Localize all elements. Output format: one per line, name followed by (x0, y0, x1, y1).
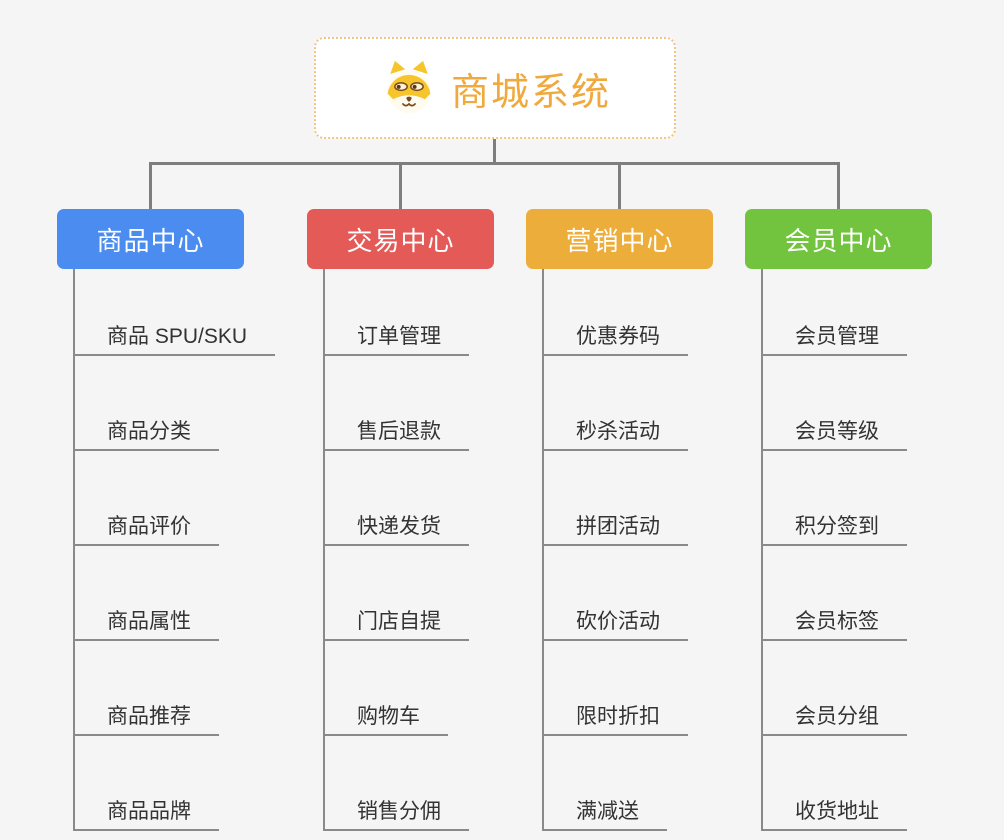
leaf-node[interactable]: 会员管理 (763, 269, 907, 356)
leaf-label: 满减送 (576, 800, 639, 823)
leaf-label: 限时折扣 (576, 705, 660, 728)
leaf-label: 商品评价 (107, 515, 191, 538)
connector-branch-drop (149, 162, 152, 210)
branch-label: 商品中心 (96, 225, 205, 256)
leaf-label: 会员等级 (795, 420, 879, 443)
branch-3: 营销中心 优惠券码 秒杀活动 拼团活动 砍价活动 限时折扣 满减送 (526, 209, 713, 831)
leaf-node[interactable]: 快递发货 (325, 451, 469, 546)
leaf-node[interactable]: 销售分佣 (325, 736, 469, 831)
leaf-label: 会员分组 (795, 705, 879, 728)
leaf-node[interactable]: 会员等级 (763, 356, 907, 451)
leaf-node[interactable]: 门店自提 (325, 546, 469, 641)
branch-1: 商品中心 商品 SPU/SKU 商品分类 商品评价 商品属性 商品推荐 商品品牌 (57, 209, 276, 831)
leaf-node[interactable]: 会员分组 (763, 641, 907, 736)
leaf-label: 门店自提 (357, 610, 441, 633)
leaf-node[interactable]: 拼团活动 (544, 451, 688, 546)
leaf-node[interactable]: 售后退款 (325, 356, 469, 451)
leaf-node[interactable]: 秒杀活动 (544, 356, 688, 451)
branch-label: 会员中心 (784, 225, 893, 256)
branch-2: 交易中心 订单管理 售后退款 快递发货 门店自提 购物车 销售分佣 (307, 209, 494, 831)
leaf-node[interactable]: 商品 SPU/SKU (75, 269, 276, 356)
leaf-label: 商品品牌 (107, 800, 191, 823)
leaf-label: 商品推荐 (107, 705, 191, 728)
leaf-label: 商品属性 (107, 610, 191, 633)
root-node[interactable]: 商城系统 (314, 37, 676, 139)
leaf-node[interactable]: 商品推荐 (75, 641, 219, 736)
leaf-node[interactable]: 砍价活动 (544, 546, 688, 641)
leaf-node[interactable]: 限时折扣 (544, 641, 688, 736)
leaf-node[interactable]: 优惠券码 (544, 269, 688, 356)
connector-branch-drop (618, 162, 621, 210)
dog-mascot-icon (379, 58, 439, 118)
leaf-label: 商品分类 (107, 420, 191, 443)
leaf-label: 秒杀活动 (576, 420, 660, 443)
leaf-label: 会员管理 (795, 325, 879, 348)
leaf-label: 收货地址 (795, 800, 879, 823)
branch-children: 商品 SPU/SKU 商品分类 商品评价 商品属性 商品推荐 商品品牌 (73, 269, 276, 831)
leaf-label: 优惠券码 (576, 325, 660, 348)
leaf-label: 购物车 (357, 705, 420, 728)
root-title: 商城系统 (450, 71, 611, 114)
leaf-label: 会员标签 (795, 610, 879, 633)
branch-header[interactable]: 会员中心 (745, 209, 932, 269)
leaf-node[interactable]: 收货地址 (763, 736, 907, 831)
leaf-label: 拼团活动 (576, 515, 660, 538)
branch-children: 优惠券码 秒杀活动 拼团活动 砍价活动 限时折扣 满减送 (542, 269, 688, 831)
leaf-label: 售后退款 (357, 420, 441, 443)
leaf-node[interactable]: 商品分类 (75, 356, 219, 451)
branch-children: 订单管理 售后退款 快递发货 门店自提 购物车 销售分佣 (323, 269, 469, 831)
leaf-label: 订单管理 (357, 325, 441, 348)
branch-label: 交易中心 (346, 225, 455, 256)
leaf-node[interactable]: 积分签到 (763, 451, 907, 546)
leaf-label: 积分签到 (795, 515, 879, 538)
branch-header[interactable]: 交易中心 (307, 209, 494, 269)
leaf-node[interactable]: 订单管理 (325, 269, 469, 356)
connector-horizontal-rail (149, 162, 840, 165)
branch-label: 营销中心 (565, 225, 674, 256)
leaf-label: 商品 SPU/SKU (107, 325, 248, 348)
connector-branch-drop (399, 162, 402, 210)
leaf-node[interactable]: 商品品牌 (75, 736, 219, 831)
leaf-node[interactable]: 商品属性 (75, 546, 219, 641)
connector-branch-drop (837, 162, 840, 210)
branch-header[interactable]: 商品中心 (57, 209, 244, 269)
leaf-label: 砍价活动 (576, 610, 660, 633)
branch-4: 会员中心 会员管理 会员等级 积分签到 会员标签 会员分组 收货地址 (745, 209, 932, 831)
leaf-node[interactable]: 满减送 (544, 736, 667, 831)
connector-root-stem (493, 139, 496, 163)
branch-header[interactable]: 营销中心 (526, 209, 713, 269)
leaf-label: 快递发货 (357, 515, 441, 538)
leaf-label: 销售分佣 (357, 800, 441, 823)
leaf-node[interactable]: 购物车 (325, 641, 448, 736)
leaf-node[interactable]: 会员标签 (763, 546, 907, 641)
branch-children: 会员管理 会员等级 积分签到 会员标签 会员分组 收货地址 (761, 269, 907, 831)
leaf-node[interactable]: 商品评价 (75, 451, 219, 546)
